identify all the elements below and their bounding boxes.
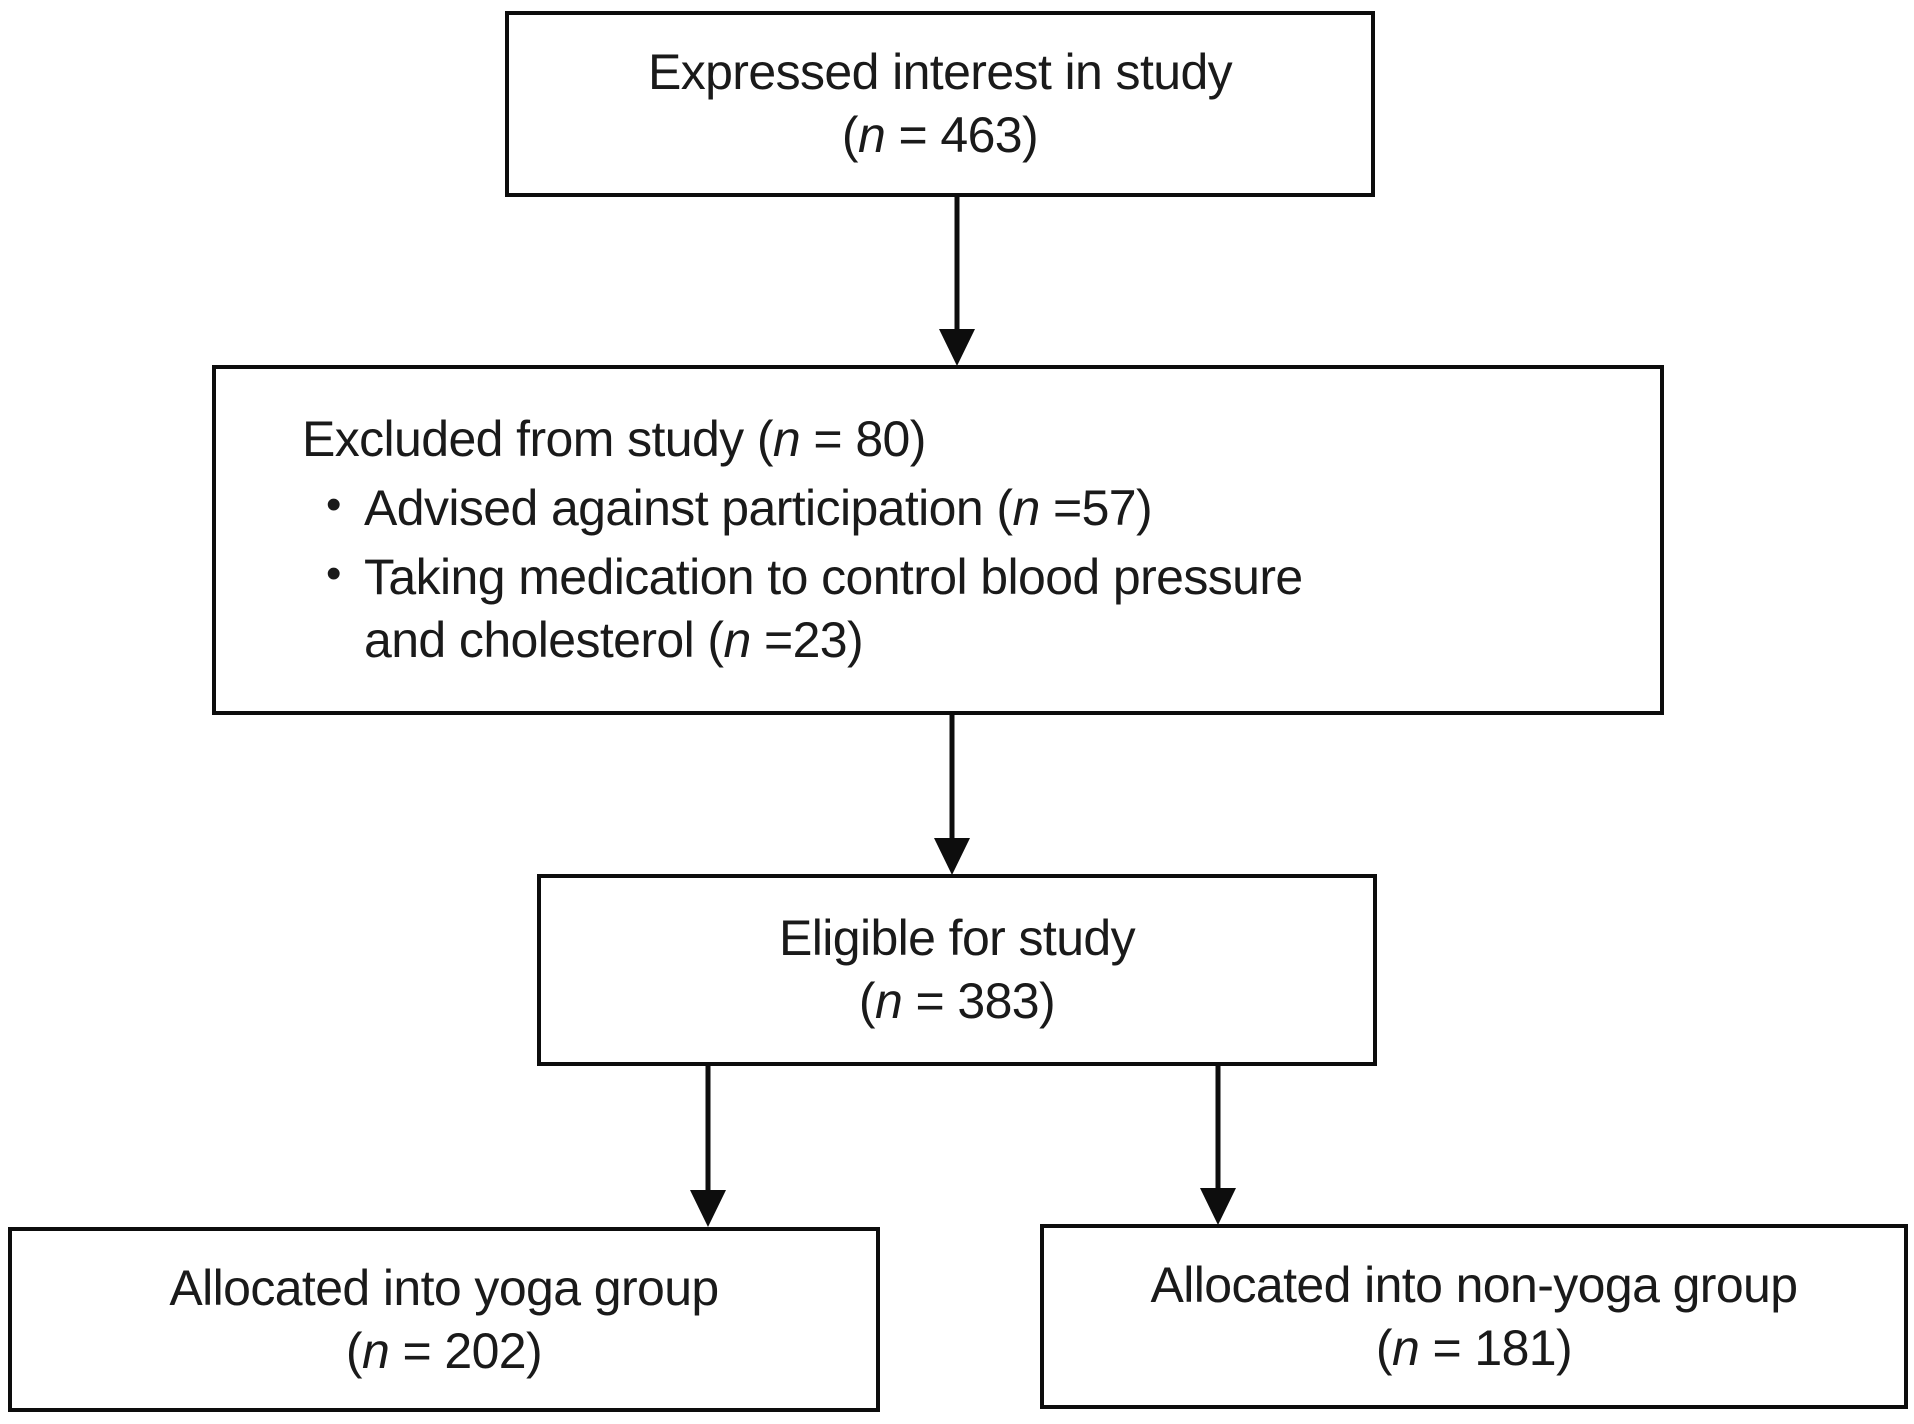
count-prefix: ( [345, 1322, 363, 1379]
excluded-heading-prefix: Excluded from study ( [302, 411, 774, 467]
n-symbol: n [361, 1322, 390, 1379]
bullet-line: and cholesterol (n =23) [364, 609, 1303, 672]
box-excluded-from-study: Excluded from study (n = 80) • Advised a… [212, 365, 1664, 715]
yoga-group-count: (n = 202) [345, 1320, 543, 1383]
count-suffix: = 383) [902, 973, 1056, 1029]
excluded-bullet-2: • Taking medication to control blood pre… [302, 546, 1303, 672]
n-symbol: n [1012, 480, 1040, 536]
count-suffix: = 463) [885, 107, 1039, 163]
box-allocated-yoga-group: Allocated into yoga group (n = 202) [8, 1227, 880, 1412]
bullet-text-suffix: =23) [750, 612, 864, 668]
connector-eligible-to-non-yoga [1197, 1065, 1239, 1227]
arrow-down-icon [934, 715, 970, 875]
arrow-down-icon [939, 196, 975, 366]
connector-eligible-to-yoga [687, 1065, 729, 1229]
arrow-down-icon [690, 1065, 726, 1227]
n-symbol: n [857, 107, 886, 163]
non-yoga-group-count: (n = 181) [1375, 1317, 1573, 1380]
box-expressed-interest: Expressed interest in study (n = 463) [505, 11, 1375, 197]
non-yoga-group-label: Allocated into non-yoga group [1150, 1256, 1799, 1313]
count-suffix: = 181) [1419, 1319, 1573, 1376]
bullet-marker-icon: • [326, 549, 342, 598]
bullet-marker-icon: • [326, 480, 342, 529]
count-prefix: ( [841, 107, 859, 163]
expressed-interest-label: Expressed interest in study [647, 44, 1233, 100]
expressed-interest-count: (n = 463) [841, 104, 1039, 167]
eligible-label: Eligible for study [778, 910, 1136, 966]
eligible-count: (n = 383) [858, 970, 1056, 1033]
connector-excluded-to-eligible [931, 715, 973, 877]
excluded-bullet-1: • Advised against participation (n =57) [302, 477, 1153, 540]
n-symbol: n [874, 973, 903, 1029]
connector-interest-to-excluded [936, 196, 978, 368]
box-allocated-non-yoga-group: Allocated into non-yoga group (n = 181) [1040, 1224, 1908, 1409]
excluded-heading: Excluded from study (n = 80) [302, 408, 926, 471]
n-symbol: n [1391, 1319, 1420, 1376]
n-symbol: n [723, 612, 751, 668]
bullet-line: Advised against participation (n =57) [364, 477, 1153, 540]
yoga-group-label: Allocated into yoga group [169, 1259, 719, 1316]
count-suffix: = 202) [389, 1322, 543, 1379]
count-prefix: ( [858, 973, 876, 1029]
excluded-heading-suffix: = 80) [800, 411, 926, 467]
bullet-line: Taking medication to control blood press… [364, 546, 1303, 609]
n-symbol: n [772, 411, 801, 467]
box-eligible-for-study: Eligible for study (n = 383) [537, 874, 1377, 1066]
bullet-text-prefix: and cholesterol ( [364, 612, 724, 668]
arrow-down-icon [1200, 1065, 1236, 1225]
excluded-bullet-1-text: Advised against participation (n =57) [364, 477, 1153, 540]
count-prefix: ( [1375, 1319, 1393, 1376]
bullet-text-prefix: Advised against participation ( [364, 480, 1013, 536]
excluded-bullet-2-text: Taking medication to control blood press… [364, 546, 1303, 672]
bullet-text-prefix: Taking medication to control blood press… [364, 549, 1303, 605]
bullet-text-suffix: =57) [1039, 480, 1153, 536]
